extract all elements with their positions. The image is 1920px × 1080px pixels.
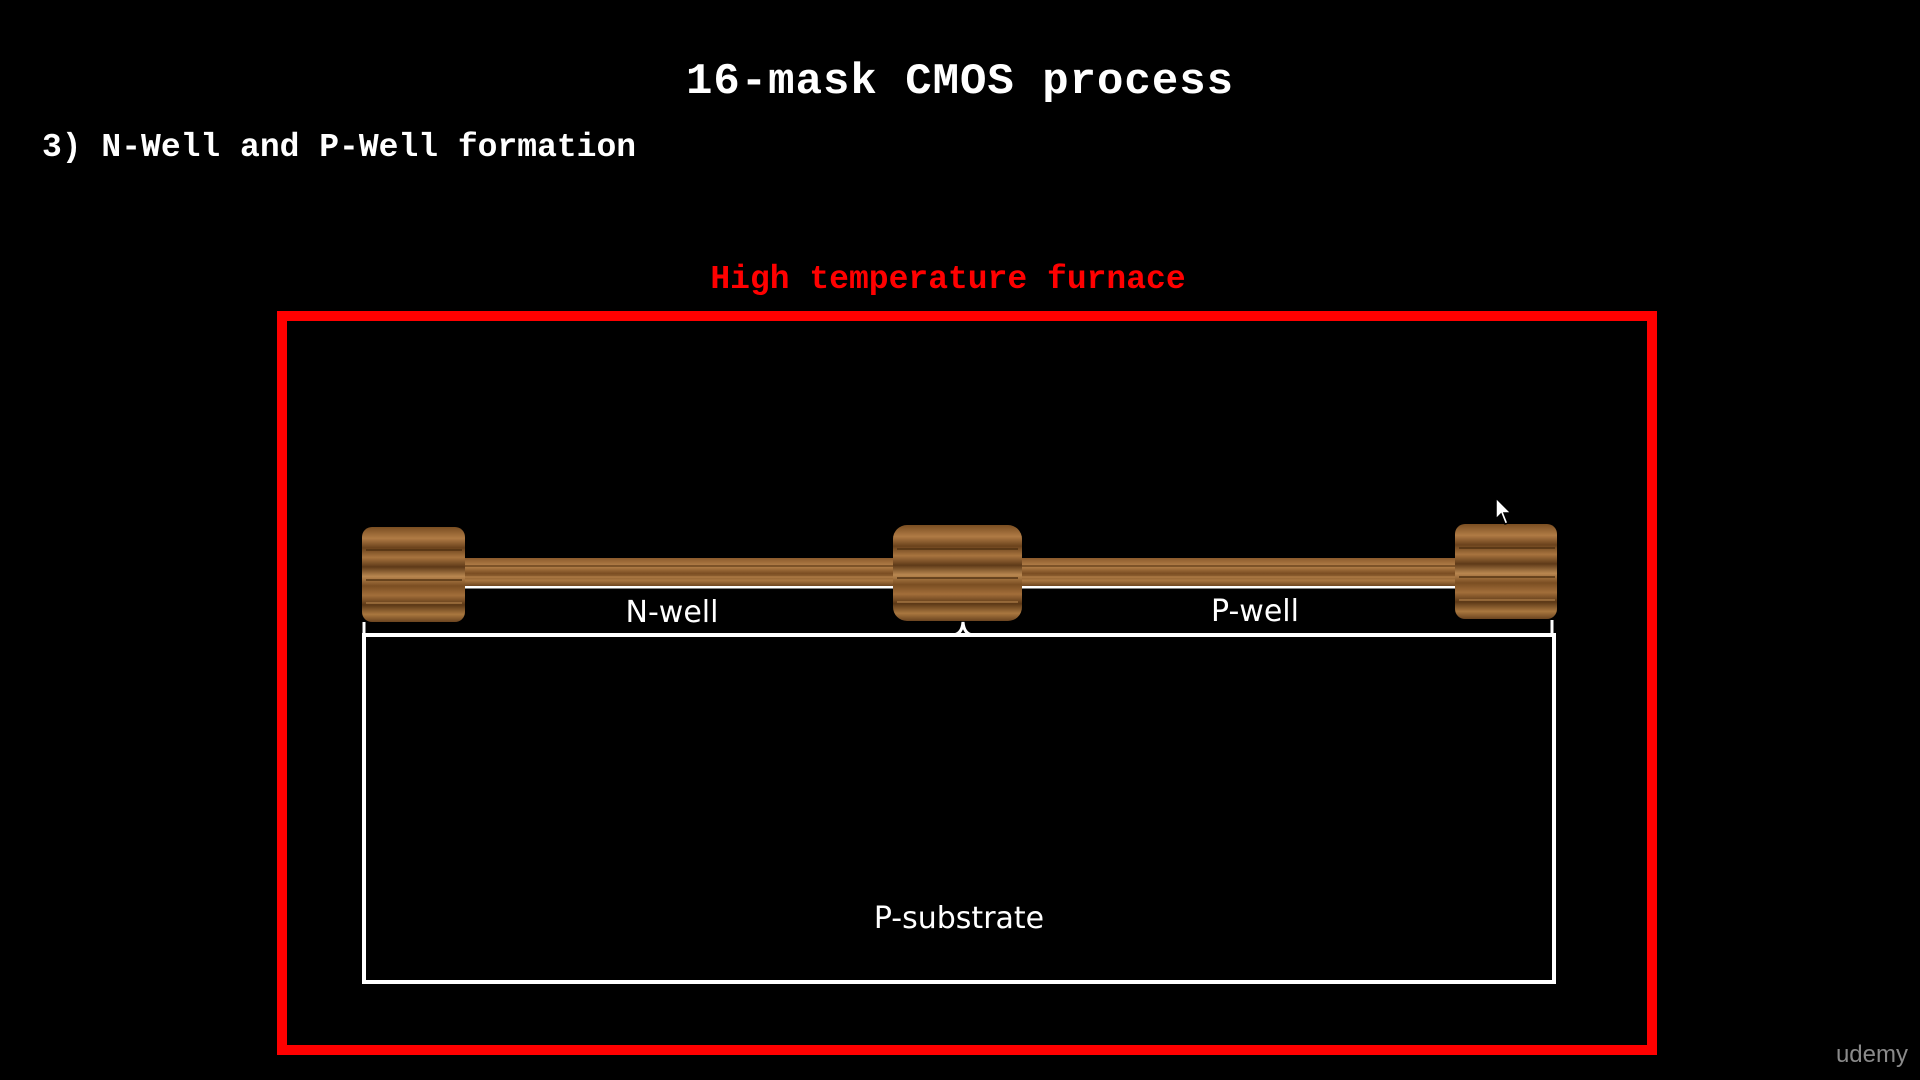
- furnace-label: High temperature furnace: [710, 261, 1186, 298]
- furnace-border: [277, 311, 1657, 1055]
- p-substrate-outline: [362, 633, 1556, 984]
- p-well-label: P-well: [1211, 594, 1299, 629]
- mouse-pointer-icon: [1495, 497, 1513, 525]
- well-boundary-brace: [951, 621, 975, 637]
- field-oxide-center: [893, 525, 1022, 621]
- p-substrate-label: P-substrate: [874, 901, 1044, 936]
- slide-title: 16-mask CMOS process: [685, 57, 1235, 107]
- n-well-outline: [362, 585, 894, 635]
- n-well-label: N-well: [626, 595, 719, 630]
- udemy-watermark: udemy: [1835, 1041, 1908, 1068]
- field-oxide-right: [1455, 524, 1557, 619]
- p-well-outline: [1020, 585, 1554, 635]
- slide-subtitle: 3) N-Well and P-Well formation: [42, 129, 637, 166]
- field-oxide-left: [362, 527, 465, 622]
